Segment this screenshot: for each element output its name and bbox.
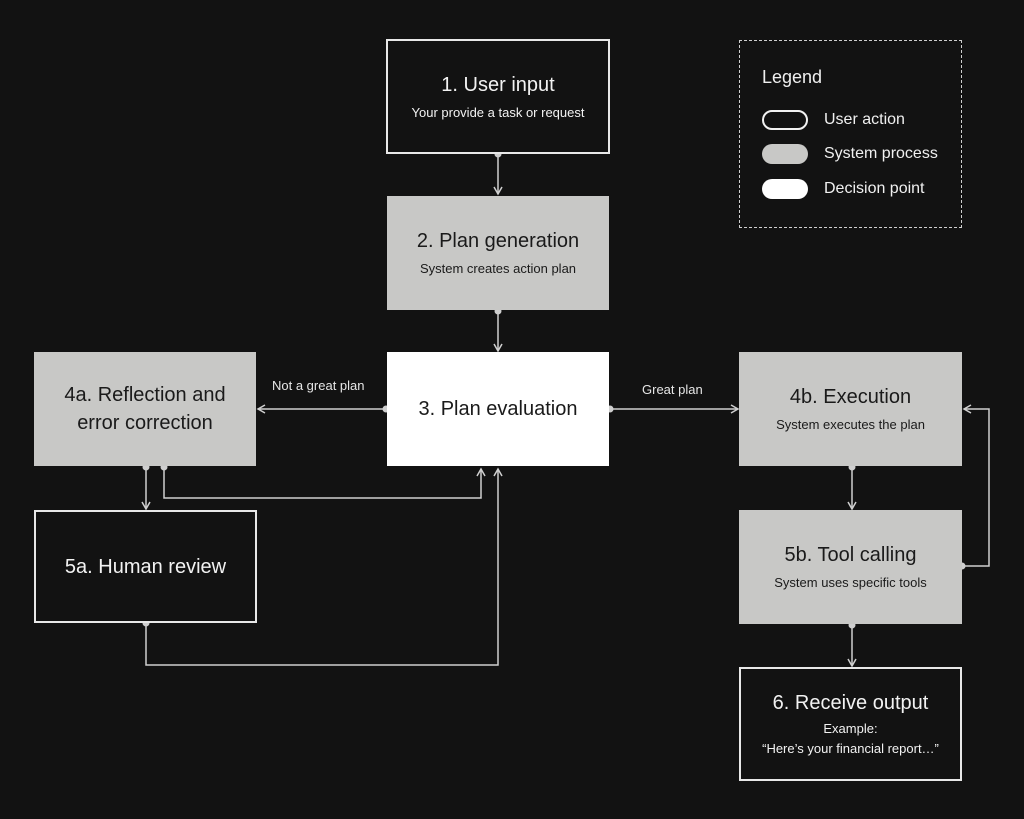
node-receive-output: 6. Receive output Example: “Here’s your …	[739, 667, 962, 781]
legend-item-decision-point: Decision point	[762, 178, 925, 200]
node-title: 6. Receive output	[772, 692, 929, 714]
node-subtitle-line2: “Here’s your financial report…”	[762, 741, 939, 756]
legend: Legend User action System process Decisi…	[739, 40, 962, 228]
node-title-line1: 4a. Reflection and	[64, 384, 226, 406]
node-reflection: 4a. Reflection and error correction	[34, 352, 256, 466]
edge-review-to-evaluation	[145, 467, 503, 666]
edge-reflection-to-evaluation	[163, 467, 486, 499]
edge-label-not-great-plan: Not a great plan	[272, 378, 365, 393]
node-tool-calling: 5b. Tool calling System uses specific to…	[739, 510, 962, 624]
node-user-input: 1. User input Your provide a task or req…	[386, 39, 610, 154]
edge-label-great-plan: Great plan	[642, 382, 703, 397]
node-title: 1. User input	[441, 73, 555, 96]
legend-label: Decision point	[824, 180, 925, 197]
node-title: 3. Plan evaluation	[418, 398, 578, 420]
node-subtitle: Your provide a task or request	[411, 104, 585, 120]
legend-item-user-action: User action	[762, 109, 905, 131]
legend-swatch-system	[762, 144, 808, 164]
node-subtitle-line1: Example:	[823, 721, 878, 736]
legend-swatch-decision	[762, 179, 808, 199]
node-plan-evaluation: 3. Plan evaluation	[387, 352, 609, 466]
node-title: 5b. Tool calling	[784, 544, 917, 566]
node-title: 2. Plan generation	[416, 230, 580, 252]
node-plan-generation: 2. Plan generation System creates action…	[387, 196, 609, 310]
legend-label: System process	[824, 145, 938, 162]
legend-item-system-process: System process	[762, 143, 938, 165]
node-title-line2: error correction	[77, 412, 213, 434]
node-subtitle: System executes the plan	[776, 417, 925, 432]
legend-swatch-user	[762, 110, 808, 130]
legend-title: Legend	[762, 67, 823, 87]
node-human-review: 5a. Human review	[34, 510, 257, 623]
edge-tools-to-execution	[962, 404, 990, 567]
node-title: 4b. Execution	[789, 386, 912, 408]
node-subtitle: System uses specific tools	[774, 575, 927, 590]
node-execution: 4b. Execution System executes the plan	[739, 352, 962, 466]
node-title: 5a. Human review	[64, 555, 227, 578]
legend-label: User action	[824, 111, 905, 128]
node-subtitle: System creates action plan	[419, 261, 577, 276]
